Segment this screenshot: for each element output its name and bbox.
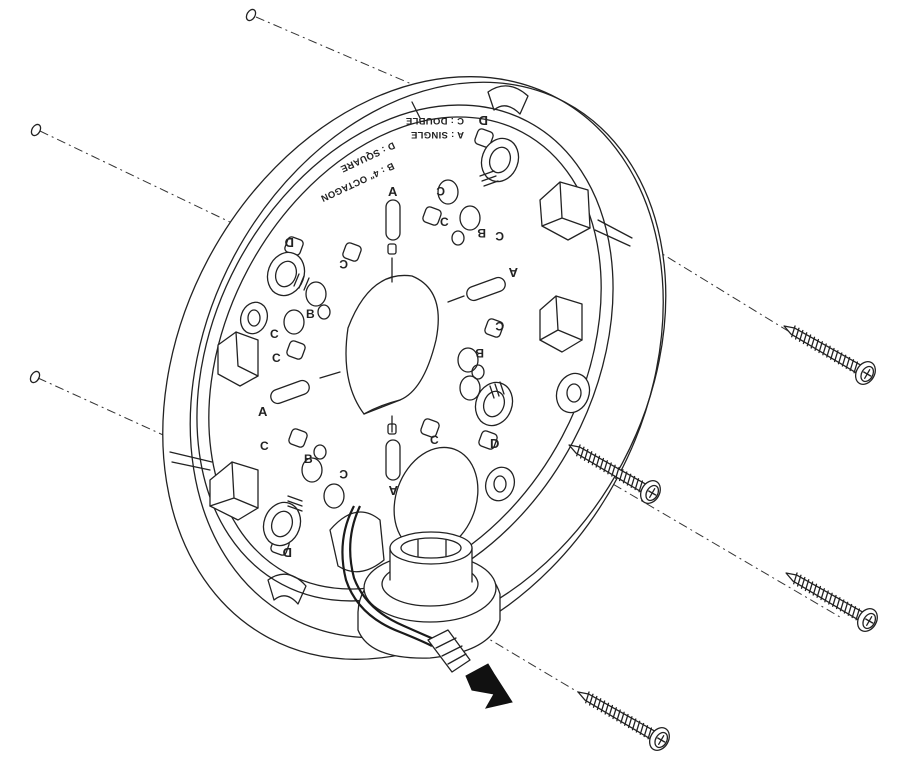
screw-icon [577, 691, 670, 751]
cable-gland [357, 531, 501, 659]
hole-label-c: C [339, 467, 348, 481]
hole-label-d: D [490, 436, 499, 451]
hole-labels: A A A A B B B B C C C C C C C C C C D D … [258, 113, 518, 560]
legend-single: A : SINGLE [411, 129, 464, 140]
network-cable-icon [341, 505, 471, 673]
legend-double: C : DOUBLE [406, 115, 464, 126]
hole-label-c: C [436, 184, 445, 198]
hole-label-c: C [260, 439, 269, 453]
hole-label-b: B [477, 226, 486, 240]
screw-icon [568, 325, 878, 751]
screw-icon [783, 325, 876, 385]
hole-label-a: A [508, 265, 518, 280]
screw-icon [785, 572, 878, 632]
direction-arrow-icon [465, 663, 513, 709]
hole-label-a: A [258, 404, 268, 419]
hole-label-c: C [440, 215, 449, 229]
hole-label-c: C [430, 433, 439, 447]
hole-label-c: C [272, 351, 281, 365]
hole-label-d: D [283, 545, 292, 560]
hole-label-b: B [306, 307, 315, 321]
hole-label-d: D [479, 113, 488, 128]
hole-label-c: C [339, 257, 348, 271]
mounting-plate [162, 76, 667, 660]
hole-label-c: C [270, 327, 279, 341]
hole-label-b: B [475, 346, 484, 360]
hole-label-a: A [388, 483, 398, 498]
hole-label-d: D [285, 235, 294, 250]
hole-label-c: C [495, 319, 504, 333]
hole-label-a: A [388, 184, 398, 199]
hole-label-c: C [495, 229, 504, 243]
screw-icon [568, 444, 661, 504]
wall-anchor-icon [29, 8, 257, 384]
hole-label-b: B [304, 452, 313, 466]
